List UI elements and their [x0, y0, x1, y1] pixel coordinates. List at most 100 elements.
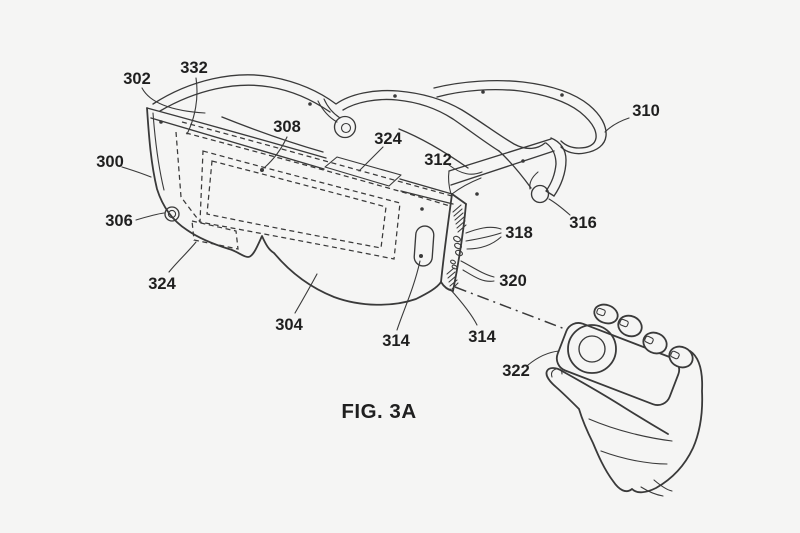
fingernail-2: [619, 318, 629, 328]
leader-302: [141, 87, 206, 114]
leader-314-front: [396, 260, 421, 331]
leader-324-front: [168, 241, 197, 273]
head-strap: [433, 79, 607, 155]
palm-crease-1: [588, 418, 673, 442]
front-slot-dot: [419, 254, 423, 258]
remote-dial-inner: [578, 335, 606, 363]
ref-label-312: 312: [424, 151, 452, 169]
temple-arm-312: [448, 137, 567, 204]
mount-screw: [475, 192, 479, 196]
wrist-line-2: [653, 479, 673, 492]
leader-318-b: [465, 232, 502, 242]
strap-outer-curve: [433, 79, 607, 155]
earbud-body: [333, 115, 357, 139]
leader-314-side: [449, 288, 478, 326]
leader-318-c: [466, 236, 502, 250]
leader-320-a: [460, 260, 495, 278]
leader-318-a: [465, 226, 502, 234]
earbud-cable-a: [317, 100, 338, 123]
earbud: [317, 98, 357, 139]
leader-320-b: [462, 269, 495, 282]
temple-screw: [521, 159, 525, 163]
front-port-306-inner: [167, 209, 177, 219]
shell-thickness-line: [152, 112, 165, 191]
ref-label-320: 320: [499, 272, 527, 290]
temple-arm-bottom: [450, 150, 555, 186]
ref-label-332: 332: [180, 59, 208, 77]
leader-306: [135, 212, 165, 221]
ref-label-302: 302: [123, 70, 151, 88]
ref-label-308: 308: [273, 118, 301, 136]
vent-slits-bottom: [446, 267, 459, 290]
hand-with-remote: [545, 303, 704, 497]
brow-inner-curve: [159, 84, 500, 152]
figure-caption: FIG. 3A: [341, 400, 416, 423]
temple-arm-top: [448, 138, 552, 172]
ref-label-306: 306: [105, 212, 133, 230]
front-marking-324-dashed: [191, 220, 239, 250]
earbud-cable-b: [323, 98, 341, 119]
earbud-center: [340, 122, 352, 134]
leader-310: [604, 117, 630, 133]
thumbnail: [550, 368, 563, 378]
remote-body-322: [555, 322, 681, 406]
strap-rivet-left: [481, 90, 485, 94]
front-right-edge: [440, 193, 453, 283]
top-marking-324: [324, 156, 402, 187]
ref-label-324-front: 324: [148, 275, 176, 293]
top-bevel-edge-lower: [150, 117, 454, 205]
reference-numerals: 300 302 332 308 324 312 310 316 318 320 …: [96, 59, 660, 380]
side-buttons-318: [453, 235, 463, 257]
side-panel-top-edge: [451, 193, 467, 205]
left-lens-lower-curve: [221, 116, 324, 153]
strap-rivet-right: [560, 93, 564, 97]
fingertip-1: [593, 303, 619, 325]
ref-label-304: 304: [275, 316, 303, 334]
fingernail-4: [670, 350, 680, 360]
ref-label-300: 300: [96, 153, 124, 171]
vent-slits-top: [452, 204, 467, 233]
inner-shell-dashed-upper: [181, 121, 453, 197]
inner-shell-dashed-lower: [185, 132, 451, 207]
screw-front-right: [420, 207, 424, 211]
temple-inner-curve: [498, 150, 532, 189]
leader-308: [263, 136, 288, 169]
signal-path-line: [454, 286, 566, 330]
ref-label-322: 322: [502, 362, 530, 380]
ref-label-310: 310: [632, 102, 660, 120]
front-port-306: [164, 206, 180, 222]
leader-324-top: [358, 146, 384, 172]
leader-332: [186, 77, 198, 135]
ear-hook-inner: [545, 142, 557, 197]
ref-label-316: 316: [569, 214, 597, 232]
wrist-line-1: [640, 486, 664, 497]
right-lens-lower-curve: [398, 128, 469, 169]
earpiece-316: [530, 184, 550, 204]
ear-hook-outer: [550, 137, 567, 197]
front-face-outline: [146, 107, 442, 306]
temple-arm-endcap: [448, 170, 452, 195]
top-bevel-edge-upper: [146, 107, 453, 195]
thumb-top-edge: [561, 370, 669, 435]
leader-322: [527, 350, 560, 366]
leader-300: [121, 166, 152, 178]
ref-label-314-front: 314: [382, 332, 410, 350]
fingertip-2: [617, 314, 643, 338]
leader-316: [548, 198, 571, 216]
front-slot-314: [413, 225, 435, 267]
fingernail-3: [644, 335, 654, 345]
palm-crease-2: [600, 450, 668, 465]
ref-label-324-top: 324: [374, 130, 402, 148]
earpiece-stem: [529, 171, 539, 190]
hand-outline: [545, 350, 704, 494]
temple-mount-edge: [451, 177, 482, 195]
fingertips: [593, 303, 694, 369]
side-panel: [440, 193, 467, 292]
hidden-structure: [175, 121, 453, 260]
hinge-screw-right: [393, 94, 397, 98]
fingertip-3: [642, 331, 668, 355]
ref-label-314-side: 314: [468, 328, 496, 346]
inner-shell-dashed-left: [175, 131, 201, 223]
display-pointer-dot: [260, 168, 264, 172]
